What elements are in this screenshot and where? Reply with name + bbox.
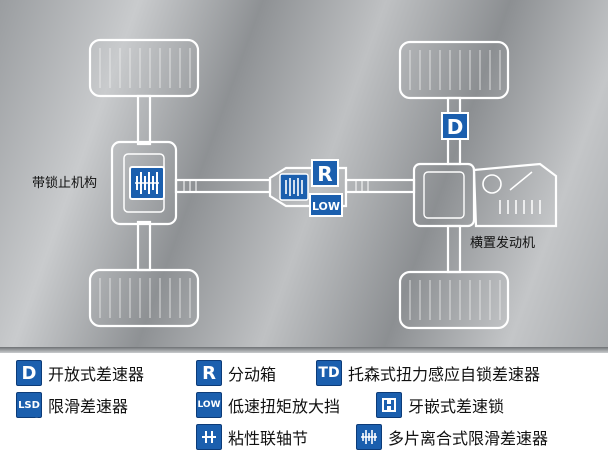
front-right-bottom-wheel <box>398 270 510 330</box>
watermark-url: XCAR.COM.CN <box>8 436 72 446</box>
watermark-logo: 爱卡汽车 <box>6 416 90 440</box>
claw-lock-icon <box>376 392 402 418</box>
legend-text-multiplate: 多片离合式限滑差速器 <box>388 429 549 448</box>
front-axle-lower <box>446 224 462 274</box>
rear-left-top-wheel <box>88 38 200 98</box>
legend-text-low-range: 低速扭矩放大挡 <box>228 397 341 416</box>
drivetrain-schematic: R LOW D <box>88 38 558 330</box>
viscous-coupling-icon <box>196 424 222 450</box>
legend-text-lsd: 限滑差速器 <box>48 397 129 416</box>
legend-item-low-range: LOW 低速扭矩放大挡 <box>196 391 340 419</box>
legend-panel: D 开放式差速器 R 分动箱 TD 托森式扭力感应自锁差速器 LSD 限滑差速器… <box>0 347 608 455</box>
legend-item-torsen: TD 托森式扭力感应自锁差速器 <box>316 359 540 387</box>
transfer-coupling-icon <box>279 173 309 201</box>
legend-item-multiplate: 多片离合式限滑差速器 <box>356 423 548 451</box>
legend-item-viscous: 粘性联轴节 <box>196 423 308 451</box>
legend-text-open-diff: 开放式差速器 <box>48 365 145 384</box>
front-d-badge: D <box>447 115 464 139</box>
front-d-badge-box <box>441 112 469 140</box>
legend-divider <box>0 347 608 353</box>
rear-left-bottom-wheel <box>88 268 200 328</box>
engine-block <box>472 162 558 228</box>
legend-item-claw-lock: 牙嵌式差速锁 <box>376 391 504 419</box>
transaxle-housing <box>412 162 476 228</box>
transfer-r-badge: R <box>317 162 332 186</box>
legend-text-claw-lock: 牙嵌式差速锁 <box>408 397 505 416</box>
transfer-low-badge: LOW <box>312 200 340 213</box>
legend-text-torsen: 托森式扭力感应自锁差速器 <box>348 365 541 384</box>
rear-multiplate-badge <box>129 166 165 200</box>
legend-text-viscous: 粘性联轴节 <box>228 429 309 448</box>
transfer-case-body <box>268 166 348 208</box>
locking-mechanism-label: 带锁止机构 <box>32 176 98 191</box>
transfer-case-icon: R <box>196 360 222 386</box>
front-right-top-wheel <box>398 40 510 100</box>
legend-text-transfer-case: 分动箱 <box>228 365 277 384</box>
legend-item-open-diff: D 开放式差速器 <box>16 359 144 387</box>
transverse-engine-label: 横置发动机 <box>470 236 536 251</box>
rear-axle-lower <box>136 220 152 272</box>
legend-item-lsd: LSD 限滑差速器 <box>16 391 128 419</box>
transfer-low-badge-box <box>309 193 343 217</box>
torsen-icon: TD <box>316 360 342 386</box>
rear-axle-upper <box>136 94 152 146</box>
low-range-icon: LOW <box>196 392 222 418</box>
legend-item-transfer-case: R 分动箱 <box>196 359 276 387</box>
transfer-r-badge-box <box>311 159 339 187</box>
open-diff-icon: D <box>16 360 42 386</box>
multiplate-clutch-icon <box>356 424 382 450</box>
lsd-icon: LSD <box>16 392 42 418</box>
